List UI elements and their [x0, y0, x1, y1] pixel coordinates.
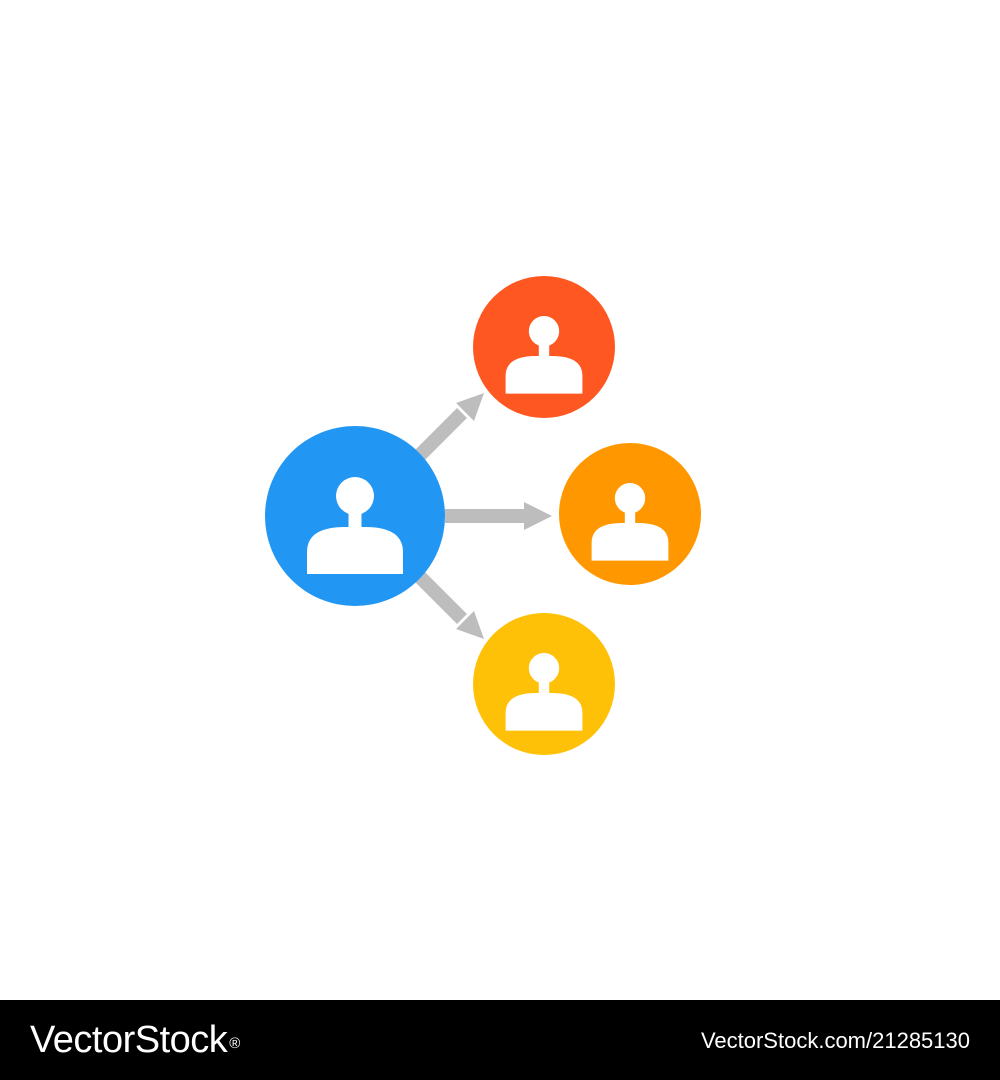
arrow-to-top-node	[415, 393, 484, 460]
share-network-illustration	[265, 276, 701, 755]
registered-mark: ®	[229, 1035, 240, 1052]
image-id: VectorStock.com/21285130	[700, 1028, 970, 1053]
target-person-node-top	[473, 276, 615, 418]
target-person-node-middle	[559, 443, 701, 585]
target-person-node-bottom	[473, 613, 615, 755]
watermark-footer: VectorStock® VectorStock.com/21285130	[0, 1000, 1000, 1080]
vectorstock-logo: VectorStock®	[30, 1014, 240, 1066]
brand-name: VectorStock	[30, 1019, 228, 1061]
arrow-to-middle-node	[445, 502, 552, 530]
arrow-to-bottom-node	[415, 572, 484, 639]
source-person-node	[265, 426, 445, 606]
